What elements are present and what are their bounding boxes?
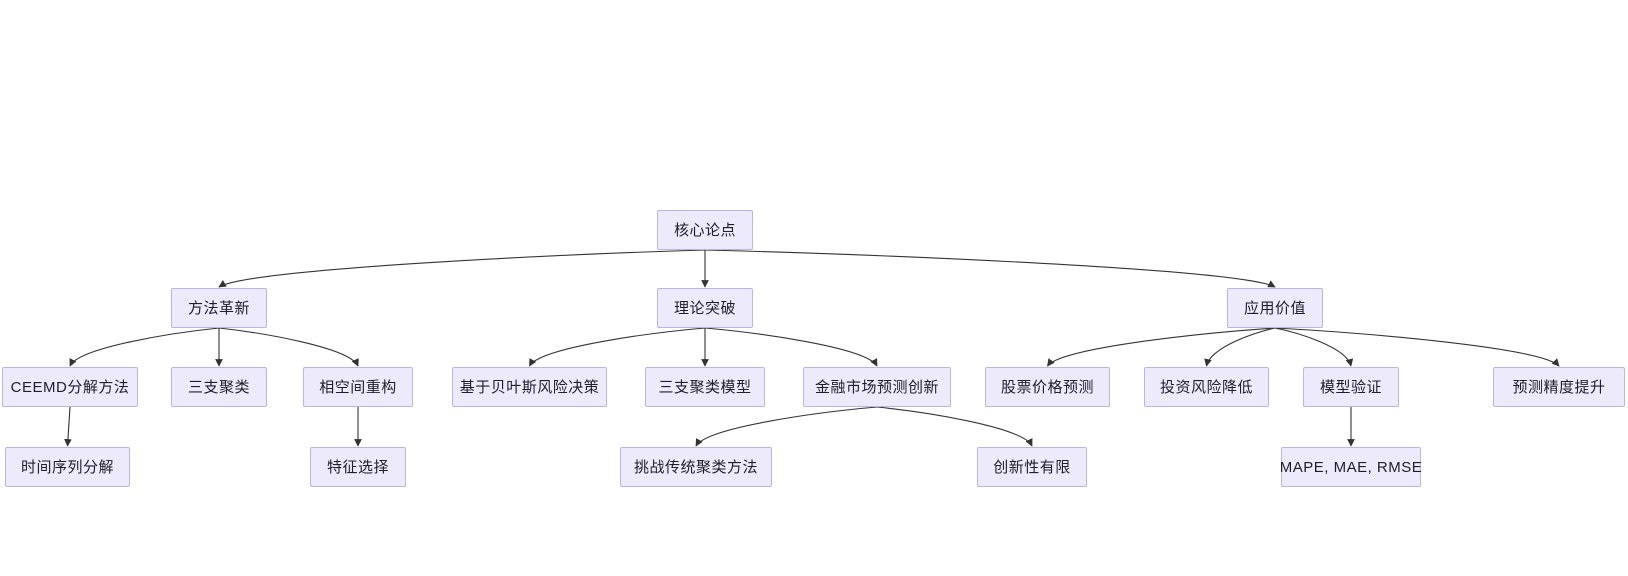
node-label: 挑战传统聚类方法 — [633, 458, 758, 476]
node-label: 核心论点 — [673, 221, 736, 239]
node-label: 投资风险降低 — [1159, 378, 1253, 396]
node-root[interactable]: 核心论点 — [657, 210, 753, 250]
node-label: 创新性有限 — [993, 458, 1071, 476]
node-c3[interactable]: 相空间重构 — [303, 367, 413, 407]
node-label: 基于贝叶斯风险决策 — [459, 378, 600, 396]
edge-m3-to-c10 — [1274, 327, 1560, 367]
node-label: 股票价格预测 — [1000, 378, 1094, 396]
node-m3[interactable]: 应用价值 — [1227, 288, 1323, 328]
edge-m2-to-c6 — [704, 327, 878, 367]
node-m2[interactable]: 理论突破 — [657, 288, 753, 328]
node-c8[interactable]: 投资风险降低 — [1144, 367, 1269, 407]
node-c9[interactable]: 模型验证 — [1303, 367, 1399, 407]
node-c7[interactable]: 股票价格预测 — [985, 367, 1110, 407]
edge-c1-to-d1 — [64, 406, 72, 447]
node-c6[interactable]: 金融市场预测创新 — [803, 367, 951, 407]
edge-root-to-m1 — [218, 249, 706, 288]
node-label: 相空间重构 — [319, 378, 397, 396]
node-m1[interactable]: 方法革新 — [171, 288, 267, 328]
edge-c6-to-d3 — [695, 406, 878, 447]
node-d3[interactable]: 挑战传统聚类方法 — [620, 447, 772, 487]
edge-m1-to-c1 — [69, 327, 220, 367]
edge-root-to-m3 — [704, 249, 1276, 288]
node-d2[interactable]: 特征选择 — [310, 447, 406, 487]
node-label: 方法革新 — [187, 299, 250, 317]
node-label: 模型验证 — [1319, 378, 1382, 396]
node-c2[interactable]: 三支聚类 — [171, 367, 267, 407]
edge-c6-to-d4 — [876, 406, 1033, 447]
node-label: CEEMD分解方法 — [10, 378, 130, 396]
edge-m3-to-c8 — [1204, 327, 1276, 367]
node-d5[interactable]: MAPE, MAE, RMSE — [1280, 447, 1422, 487]
node-c1[interactable]: CEEMD分解方法 — [2, 367, 138, 407]
node-label: MAPE, MAE, RMSE — [1279, 458, 1423, 476]
node-label: 三支聚类模型 — [658, 378, 752, 396]
node-d1[interactable]: 时间序列分解 — [5, 447, 130, 487]
edge-m3-to-c9 — [1274, 327, 1354, 367]
node-label: 理论突破 — [673, 299, 736, 317]
node-c4[interactable]: 基于贝叶斯风险决策 — [452, 367, 607, 407]
node-d4[interactable]: 创新性有限 — [977, 447, 1087, 487]
node-label: 金融市场预测创新 — [814, 378, 939, 396]
node-label: 预测精度提升 — [1512, 378, 1606, 396]
edge-m3-to-c7 — [1047, 327, 1276, 367]
edge-m1-to-c3 — [218, 327, 359, 367]
node-c10[interactable]: 预测精度提升 — [1493, 367, 1625, 407]
node-label: 三支聚类 — [187, 378, 250, 396]
node-label: 时间序列分解 — [20, 458, 114, 476]
node-label: 特征选择 — [326, 458, 389, 476]
node-label: 应用价值 — [1243, 299, 1306, 317]
node-c5[interactable]: 三支聚类模型 — [645, 367, 765, 407]
edge-m2-to-c4 — [529, 327, 706, 367]
